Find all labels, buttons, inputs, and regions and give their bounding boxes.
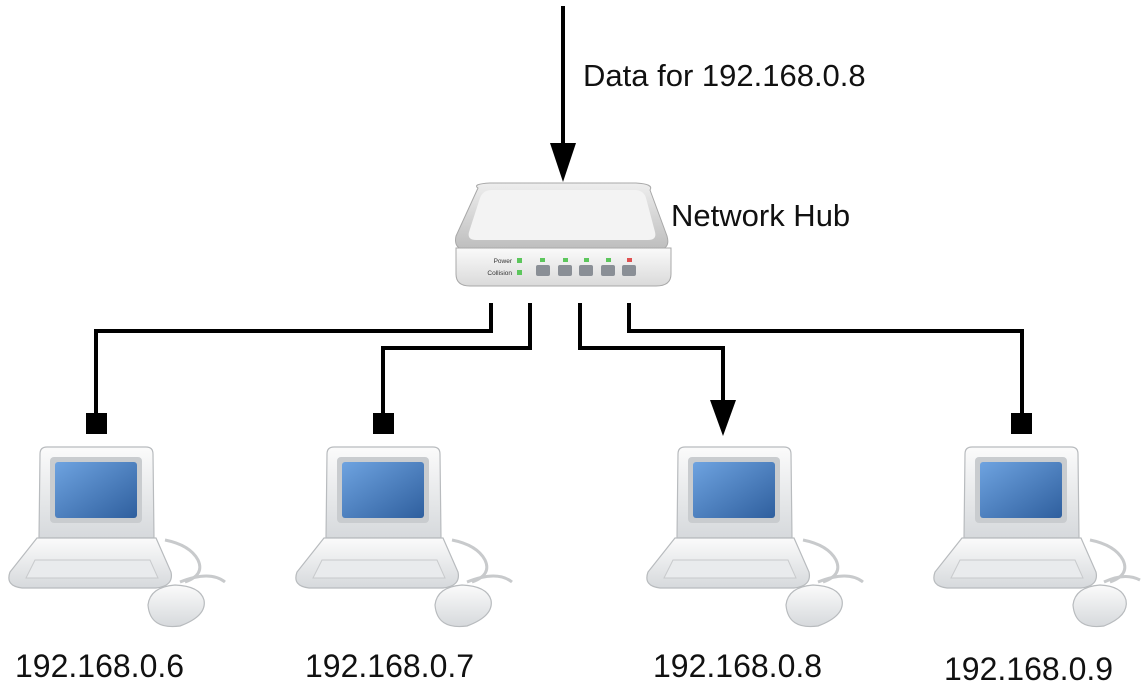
incoming-data-label: Data for 192.168.0.8 (583, 58, 866, 93)
computer-3-ip-label: 192.168.0.8 (653, 648, 823, 684)
cable-to-computer-3 (578, 303, 725, 404)
hub-ports (536, 258, 636, 276)
network-hub-icon: Power Collision (455, 182, 672, 287)
computer-2-icon (295, 446, 513, 628)
power-indicator-label: Power (494, 258, 513, 265)
connector-square-2 (373, 413, 394, 434)
computer-2-ip-label: 192.168.0.7 (305, 648, 475, 684)
computer-1-ip-label: 192.168.0.6 (15, 648, 185, 684)
cable-to-computer-1 (94, 303, 493, 416)
collision-indicator-label: Collision (487, 270, 512, 277)
computer-4-ip-label: 192.168.0.9 (944, 651, 1114, 687)
connector-square-4 (1011, 413, 1032, 434)
connector-square-1 (86, 413, 107, 434)
computer-4-icon (933, 446, 1141, 628)
cable-to-computer-4 (627, 303, 1024, 416)
power-led (517, 258, 522, 263)
computer-1-icon (8, 446, 226, 628)
incoming-data-arrow (550, 6, 576, 182)
collision-led (517, 270, 522, 275)
delivery-arrow-computer-3 (710, 400, 736, 436)
network-hub-label: Network Hub (671, 198, 851, 233)
cable-to-computer-2 (381, 303, 532, 416)
computer-3-icon (646, 446, 864, 628)
